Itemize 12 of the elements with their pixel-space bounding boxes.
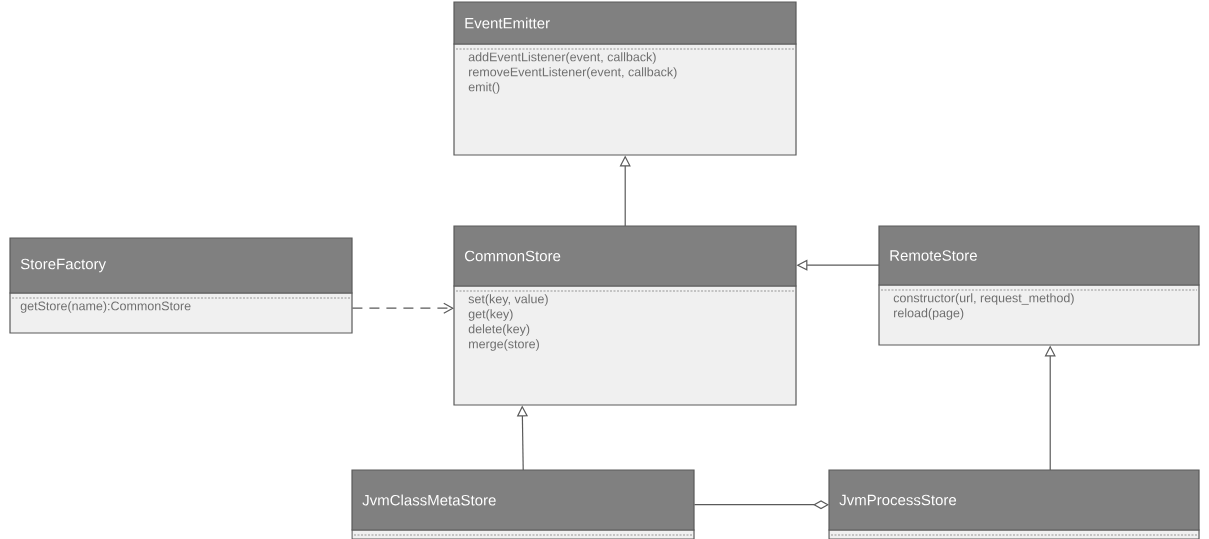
node-label: CommonStore bbox=[464, 250, 561, 262]
class-box: JvmClassMetaStore bbox=[351, 469, 695, 539]
class-box: StoreFactory getStore(name):CommonStore bbox=[9, 237, 353, 334]
arrow bbox=[351, 302, 454, 314]
class-box: RemoteStore constructor(url, request_method) reload(page) bbox=[878, 225, 1200, 346]
class-box: CommonStore set(key, value) get(key) delete(key) merge(store) bbox=[453, 225, 797, 406]
node-label: RemoteStore bbox=[890, 250, 977, 261]
arrow bbox=[693, 500, 829, 510]
class-box: JvmProcessStore bbox=[828, 469, 1200, 539]
class-box: EventEmitter addEventListener(event, callback) removeEventListener(event, callback) emit() bbox=[453, 1, 797, 156]
node-label: getStore(name):CommonStore bbox=[20, 301, 191, 313]
node-label: EventEmitter bbox=[465, 17, 550, 29]
